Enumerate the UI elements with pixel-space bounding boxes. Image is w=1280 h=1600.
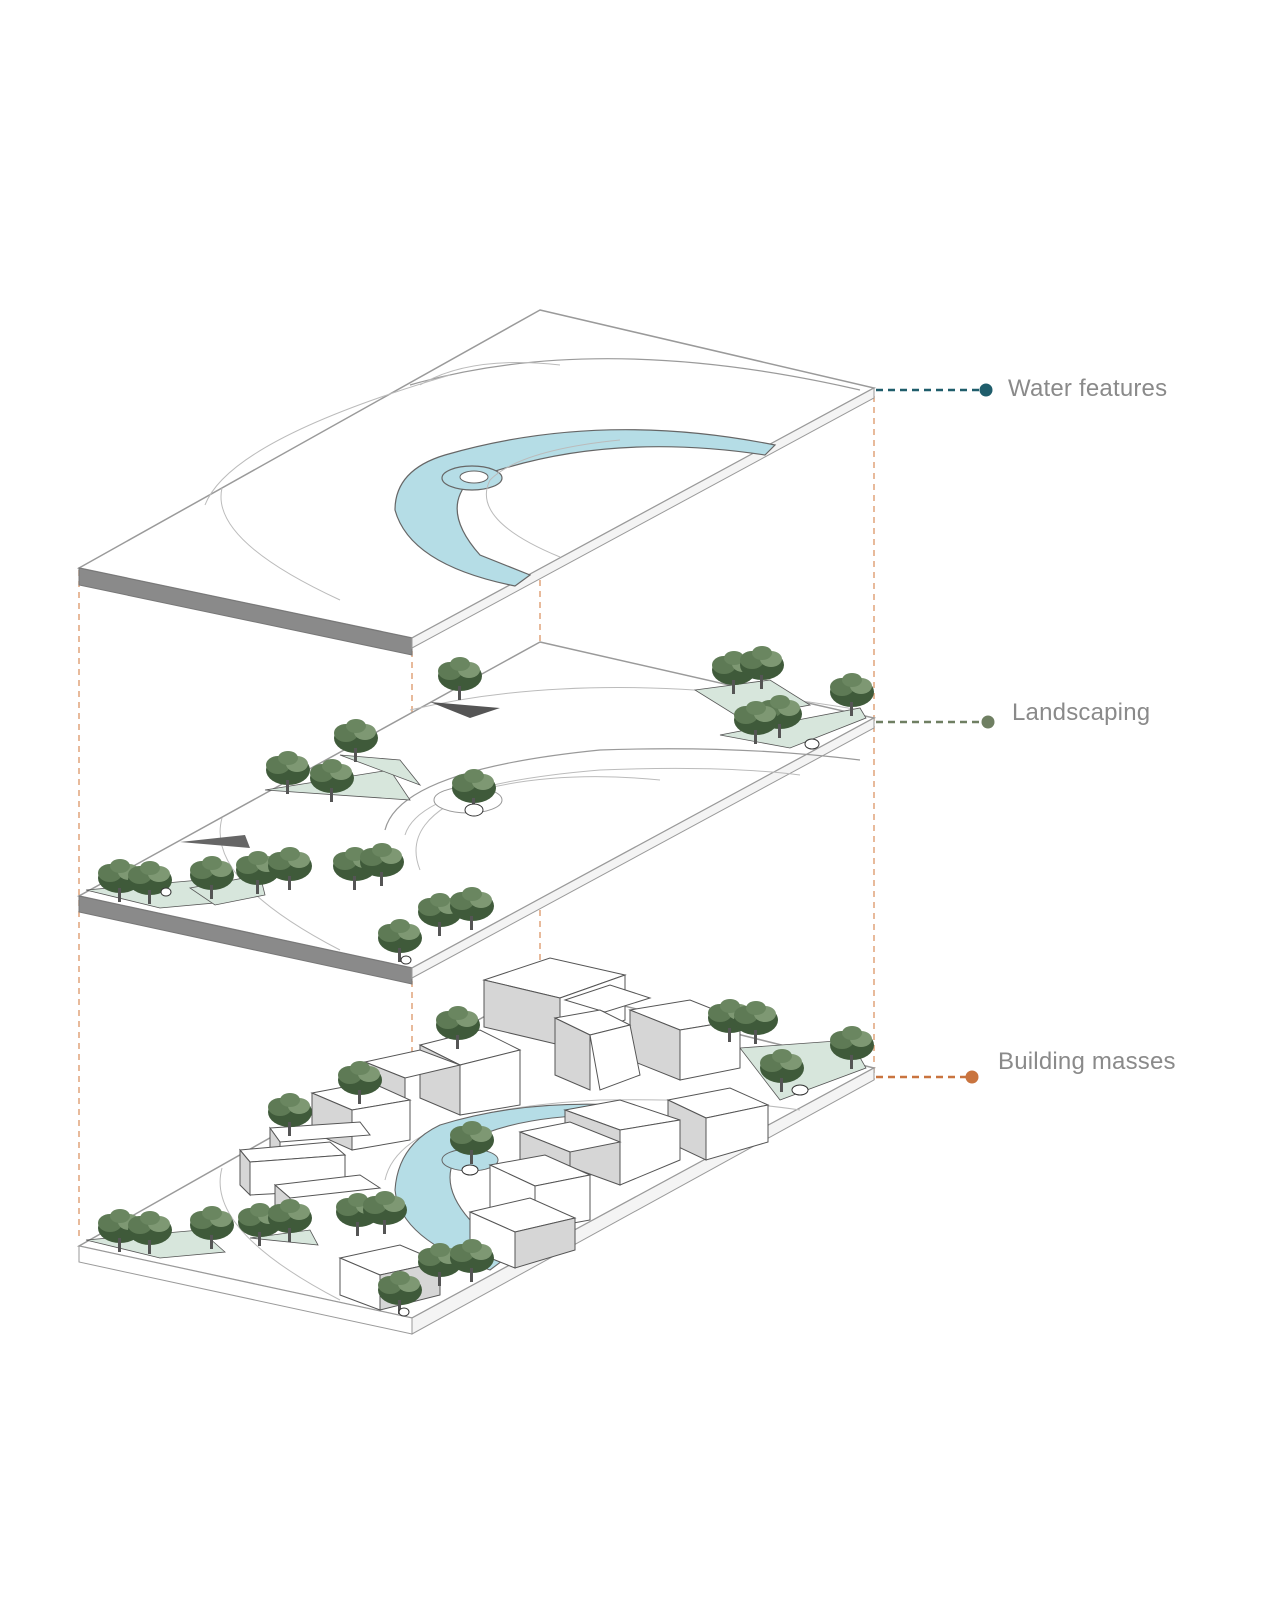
label-building-masses: Building masses xyxy=(998,1048,1176,1076)
legend-dot-landscape xyxy=(982,716,995,729)
legend-dot-water xyxy=(980,384,993,397)
label-landscaping: Landscaping xyxy=(1012,699,1150,727)
building-masses-layer xyxy=(79,958,874,1334)
legend-dot-buildings xyxy=(966,1071,979,1084)
landscaping-layer xyxy=(79,642,874,984)
water-features-layer xyxy=(79,310,874,655)
label-water-features: Water features xyxy=(1008,375,1167,403)
legend-leaders xyxy=(876,384,995,1084)
